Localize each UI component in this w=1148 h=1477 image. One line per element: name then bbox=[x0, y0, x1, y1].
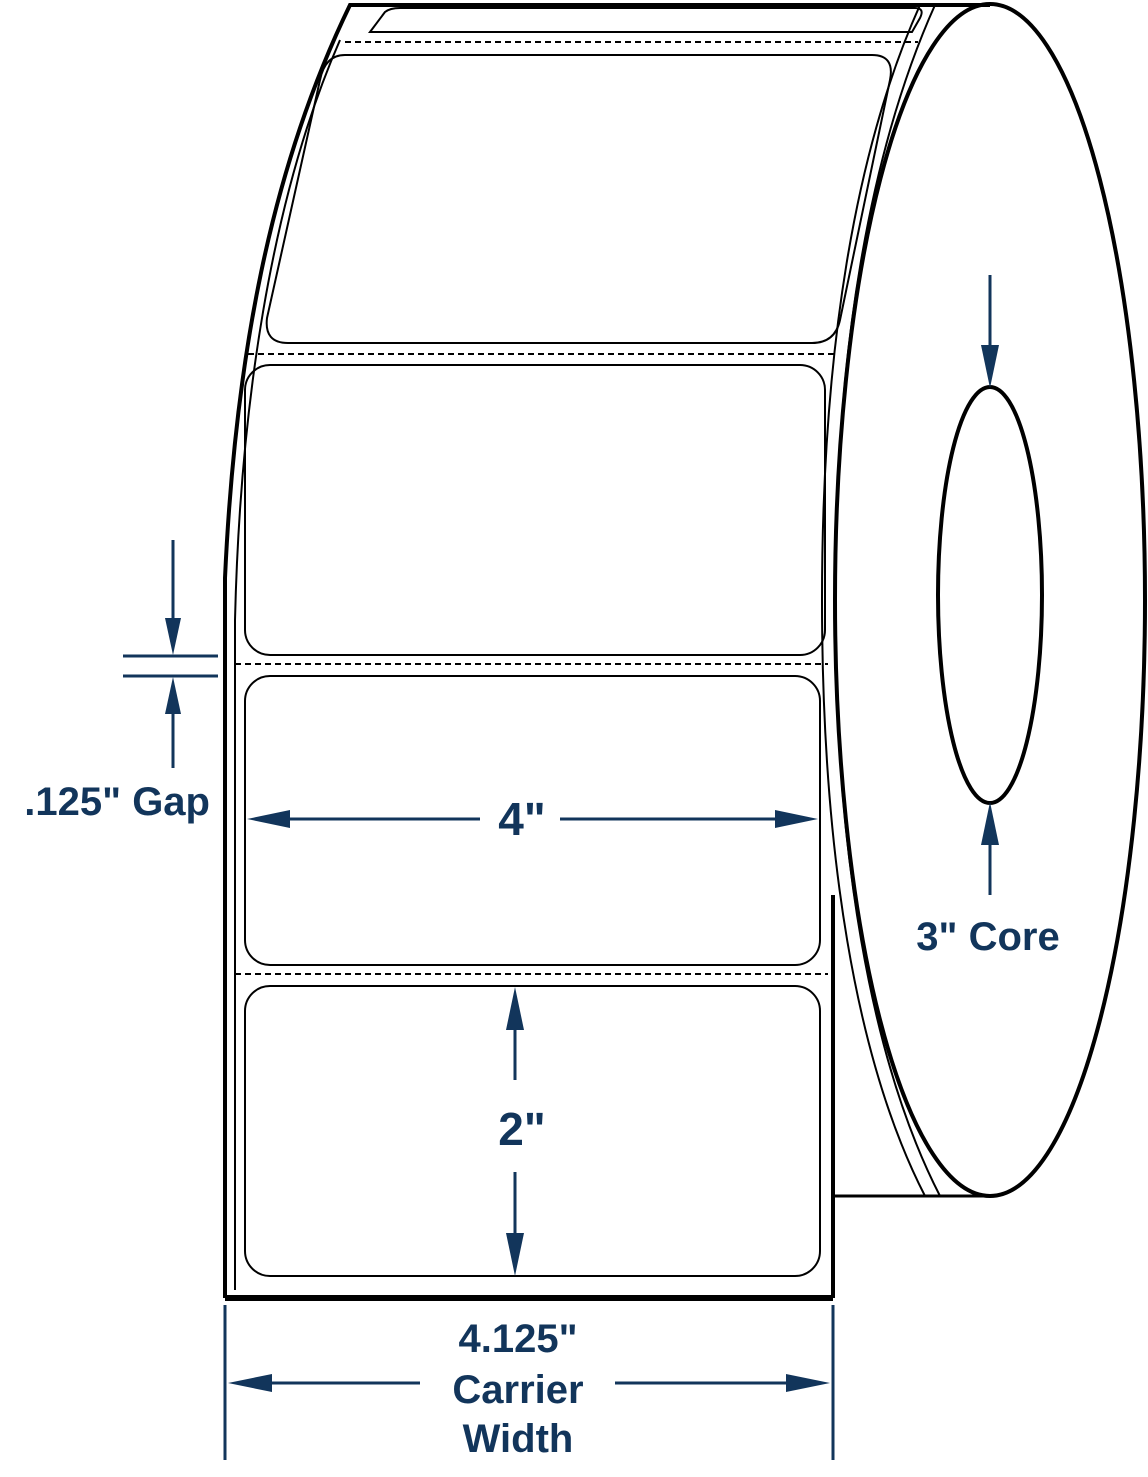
roll-side-rim-1 bbox=[833, 4, 941, 1197]
label-1 bbox=[265, 54, 892, 344]
core-text: 3" Core bbox=[916, 915, 1059, 959]
roll-side-rim-2 bbox=[820, 4, 926, 1197]
label-3 bbox=[244, 675, 821, 966]
gap-label: .125" Gap bbox=[24, 780, 210, 824]
roll-side-face bbox=[833, 2, 1147, 1198]
label-width-text: 4" bbox=[498, 793, 545, 845]
gap-dimension bbox=[123, 540, 218, 768]
label-width-dimension bbox=[247, 810, 818, 828]
label-height-dimension bbox=[506, 987, 524, 1276]
label-height-text: 2" bbox=[498, 1103, 545, 1155]
carrier-width-line2: Width bbox=[463, 1417, 574, 1461]
carrier-width-value: 4.125" bbox=[458, 1317, 577, 1361]
core-hole bbox=[936, 385, 1044, 805]
label-2 bbox=[244, 364, 826, 656]
core-dimension bbox=[981, 275, 999, 895]
carrier-width-dimension bbox=[223, 1305, 835, 1460]
carrier-width-line1: Carrier bbox=[452, 1368, 583, 1412]
label-top-sliver bbox=[368, 7, 923, 33]
roll-body-outline bbox=[223, 3, 990, 1298]
label-4 bbox=[244, 985, 821, 1277]
